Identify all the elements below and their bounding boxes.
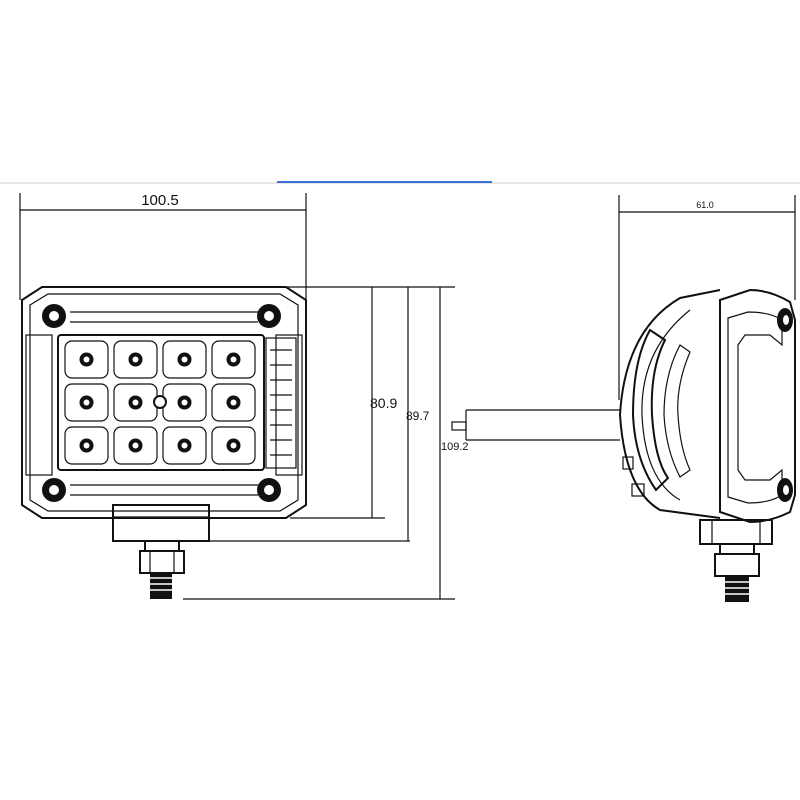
- vent-plug-icon: [153, 395, 167, 409]
- led-lens-icon: [211, 426, 256, 465]
- bolt-thread-icon: [139, 540, 185, 599]
- width-label: 100.5: [141, 192, 179, 209]
- bolt-thread-icon: [714, 543, 760, 602]
- depth-dimension: 61.0: [618, 195, 796, 400]
- front-housing: [21, 286, 307, 519]
- led-lens-icon: [162, 426, 207, 465]
- front-view: [21, 286, 307, 599]
- mounting-screw-icon: [42, 304, 66, 328]
- led-lens-icon: [64, 340, 109, 379]
- led-lens-icon: [113, 383, 158, 422]
- mounting-screw-icon: [777, 478, 793, 502]
- depth-label: 61.0: [696, 200, 714, 210]
- mounting-screw-icon: [42, 478, 66, 502]
- led-lens-icon: [162, 383, 207, 422]
- height-total-label: 109.2: [441, 441, 469, 453]
- heat-sink-fins: [265, 337, 297, 469]
- width-dimension: 100.5: [19, 192, 307, 300]
- height-mid-label: 89.7: [406, 409, 430, 423]
- led-grid: [64, 340, 256, 465]
- height-dimensions: 80.9 89.7 109.2: [183, 286, 469, 600]
- height-inner-label: 80.9: [370, 395, 397, 411]
- led-lens-icon: [64, 383, 109, 422]
- lens-panel: [57, 334, 265, 471]
- led-lens-icon: [113, 426, 158, 465]
- mounting-screw-icon: [257, 478, 281, 502]
- led-lens-icon: [211, 340, 256, 379]
- led-lens-icon: [64, 426, 109, 465]
- mounting-screw-icon: [777, 308, 793, 332]
- led-lens-icon: [162, 340, 207, 379]
- side-view: [451, 288, 796, 602]
- power-cable: [451, 421, 467, 431]
- led-lens-icon: [113, 340, 158, 379]
- led-lens-icon: [211, 383, 256, 422]
- mounting-screw-icon: [257, 304, 281, 328]
- side-front-plate: [719, 288, 796, 524]
